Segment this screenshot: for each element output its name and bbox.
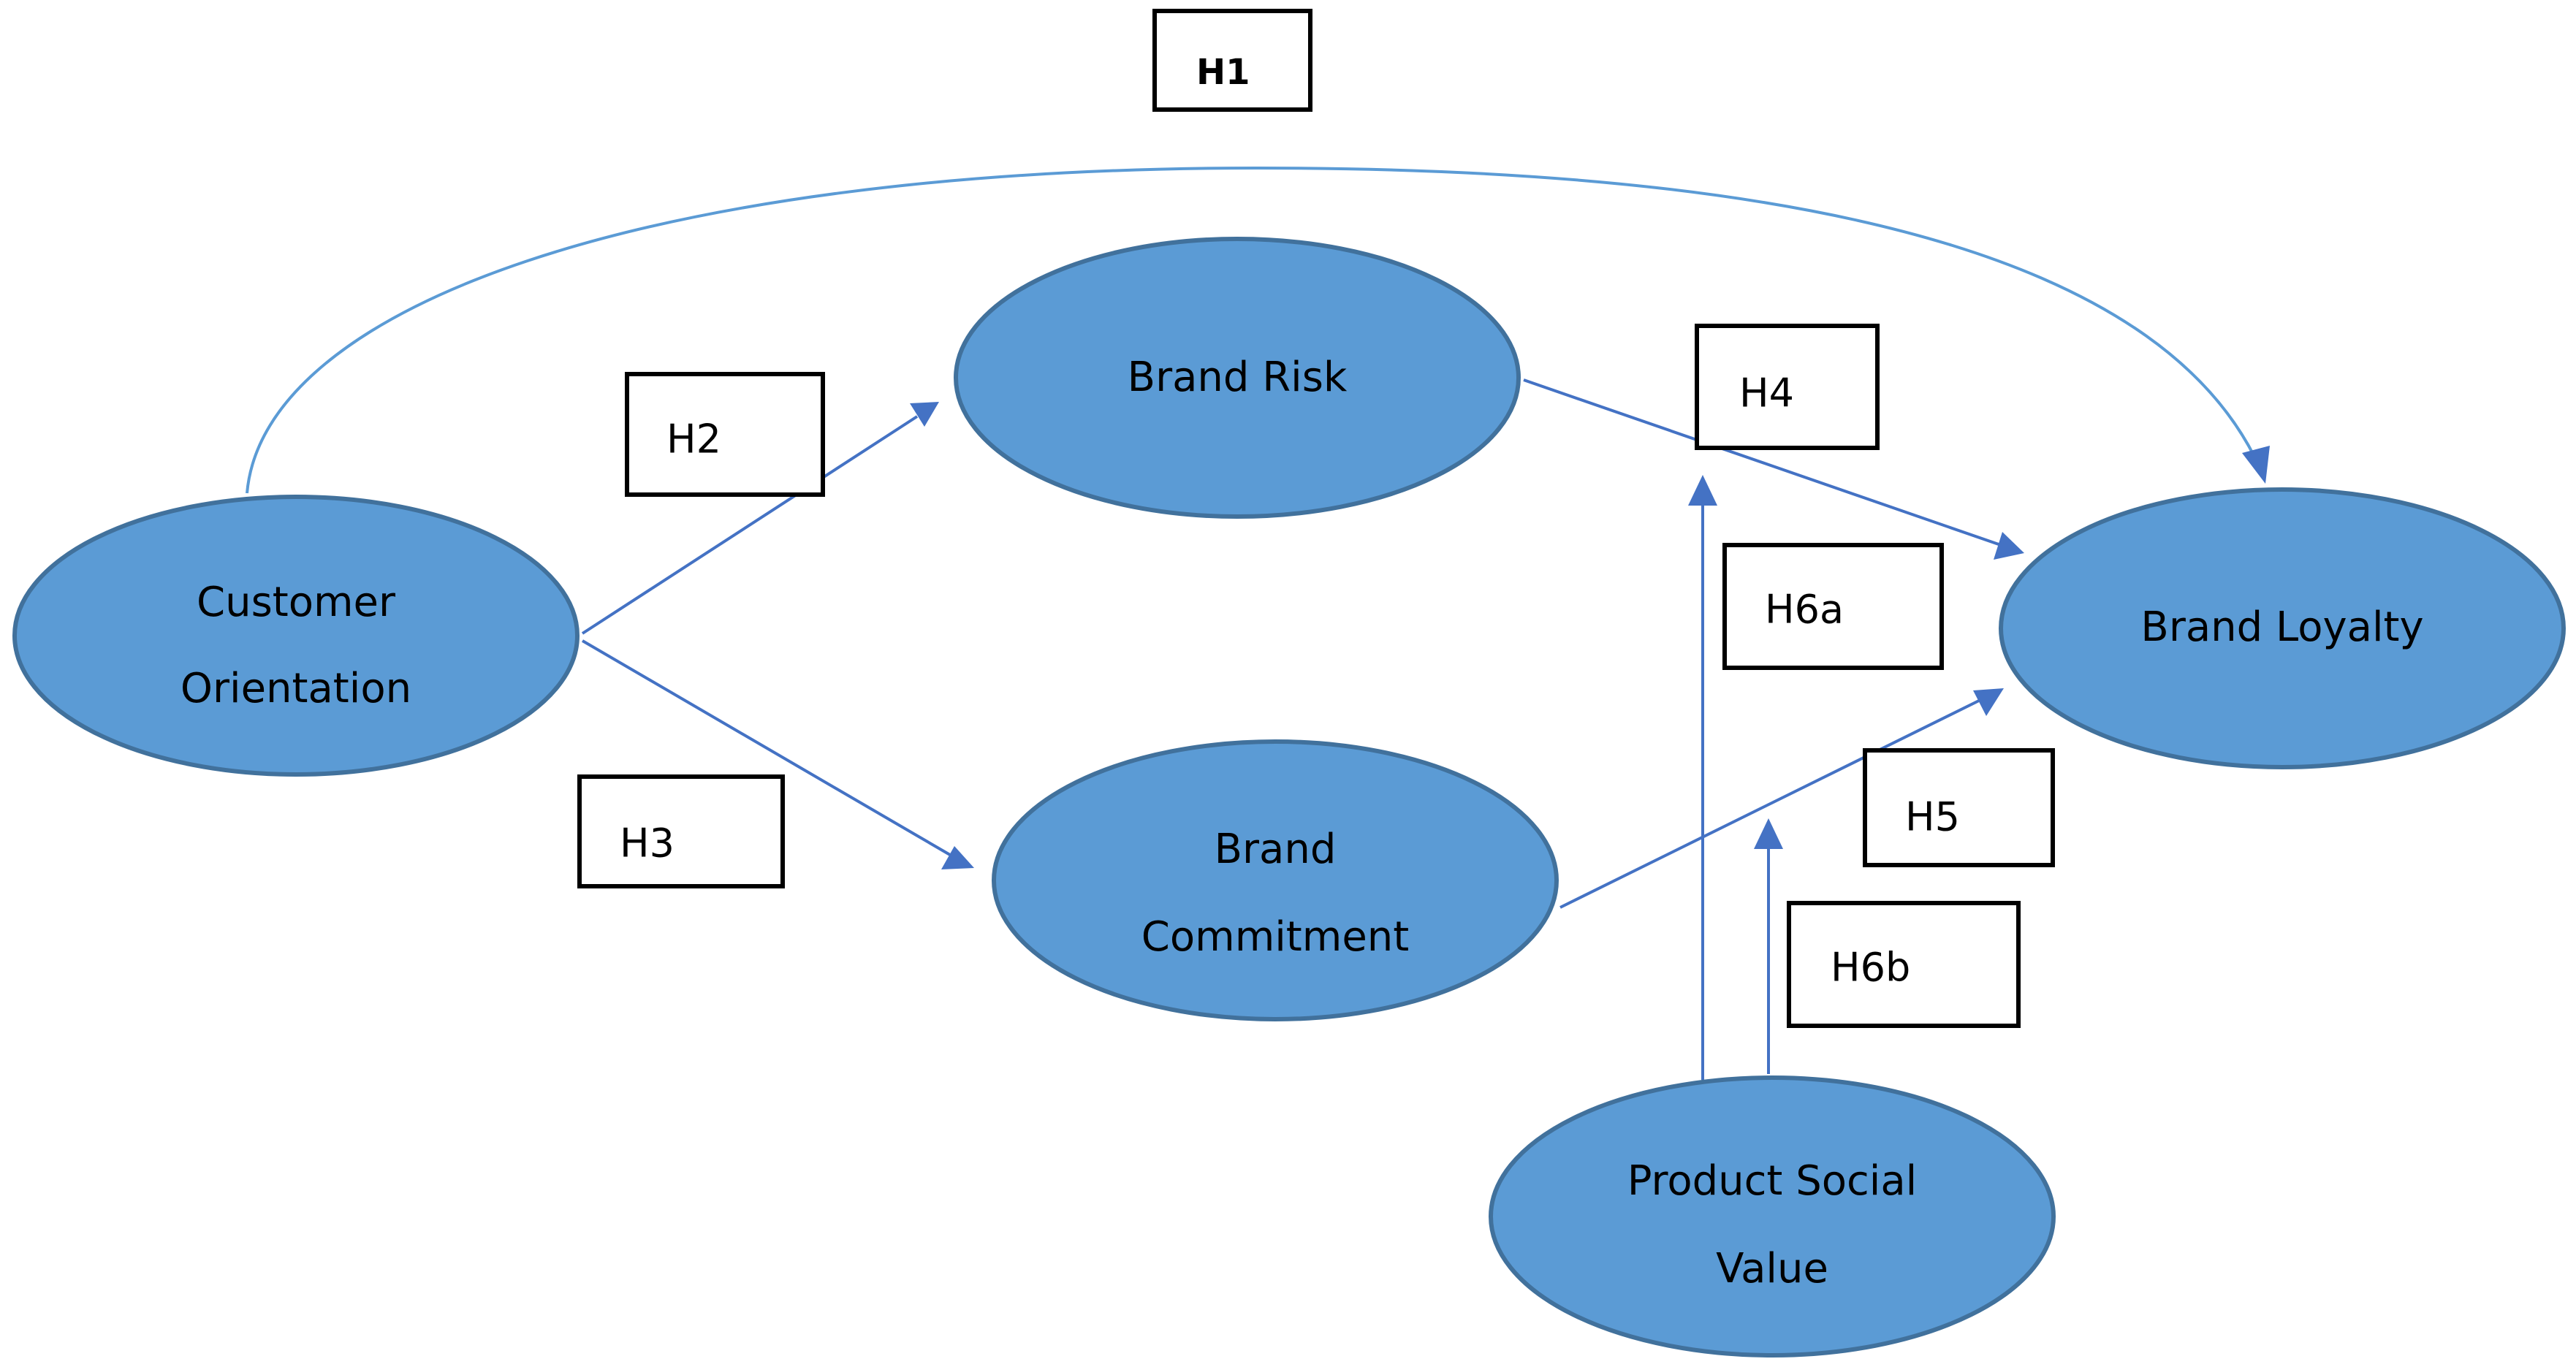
h5-text: H5	[1905, 794, 1960, 840]
arrow-h2-customer-orientation-to-brand-risk	[581, 415, 919, 635]
construct-brand-risk: Brand Risk	[954, 237, 1521, 519]
hypothesis-label-h2: H2	[625, 372, 825, 497]
h4-text: H4	[1739, 370, 1794, 416]
customer-orientation-label-line1: Customer	[197, 579, 396, 626]
arrow-h4-brand-risk-to-brand-loyalty	[1523, 378, 1999, 546]
relationship-arrows	[246, 166, 2270, 1080]
arrowhead-h5	[1973, 688, 2004, 716]
arrowhead-h2	[910, 402, 939, 427]
hypothesis-label-h4: H4	[1695, 324, 1880, 450]
hypothesis-label-h3: H3	[577, 774, 785, 888]
h3-text: H3	[620, 820, 675, 867]
arrowhead-h4	[1994, 532, 2024, 560]
hypothesis-label-h5: H5	[1863, 748, 2055, 867]
construct-brand-loyalty: Brand Loyalty	[1999, 487, 2566, 769]
h6a-text: H6a	[1765, 587, 1844, 633]
arrowhead-h1	[2242, 446, 2270, 484]
arrow-h3-customer-orientation-to-brand-commitment	[581, 639, 951, 856]
brand-commitment-label-line2: Commitment	[1141, 913, 1409, 961]
arrowhead-h6b	[1754, 818, 1783, 849]
hypothesis-label-h1: H1	[1152, 9, 1312, 112]
hypothesis-label-h6a: H6a	[1722, 543, 1944, 670]
construct-product-social-value: Product Social Value	[1489, 1075, 2056, 1358]
construct-brand-commitment: Brand Commitment	[992, 739, 1559, 1021]
product-social-value-label-line2: Value	[1716, 1245, 1828, 1292]
construct-customer-orientation: Customer Orientation	[12, 495, 580, 777]
arrow-h1-customer-orientation-to-brand-loyalty	[246, 166, 2256, 494]
brand-risk-label: Brand Risk	[1128, 354, 1348, 401]
arrowhead-h6a	[1688, 475, 1717, 506]
h1-text: H1	[1196, 52, 1250, 93]
product-social-value-label-line1: Product Social	[1627, 1157, 1917, 1205]
customer-orientation-label-line2: Orientation	[181, 665, 411, 712]
arrow-h5-brand-commitment-to-brand-loyalty	[1559, 698, 1981, 909]
brand-loyalty-label: Brand Loyalty	[2140, 603, 2423, 651]
hypothesis-label-h6b: H6b	[1787, 901, 2021, 1028]
brand-commitment-label-line1: Brand	[1215, 826, 1337, 873]
h6b-text: H6b	[1831, 945, 1910, 991]
arrowhead-h3	[941, 846, 974, 869]
h2-text: H2	[666, 416, 721, 462]
